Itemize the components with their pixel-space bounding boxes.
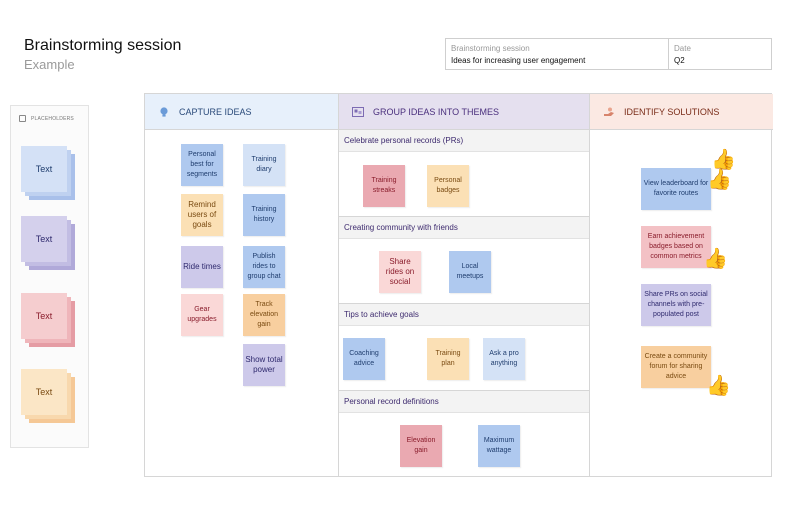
sticky-note[interactable]: Coaching advice bbox=[343, 338, 385, 380]
sticky-note[interactable]: Training history bbox=[243, 194, 285, 236]
session-cell[interactable]: Brainstorming session Ideas for increasi… bbox=[446, 39, 669, 69]
capture-title: CAPTURE IDEAS bbox=[179, 106, 252, 117]
group-icon bbox=[352, 106, 364, 117]
sticky-note[interactable]: Training streaks bbox=[363, 165, 405, 207]
sticky-note[interactable]: Earn achievement badges based on common … bbox=[641, 226, 711, 268]
group-column: GROUP IDEAS INTO THEMES Celebrate person… bbox=[339, 94, 590, 476]
theme-section: Creating community with friends Share ri… bbox=[339, 217, 589, 304]
theme-title: Tips to achieve goals bbox=[339, 304, 589, 326]
placeholders-panel: PLACEHOLDERS Text Text Text Text bbox=[10, 105, 89, 448]
lightbulb-icon bbox=[160, 106, 168, 117]
theme-section: Tips to achieve goals Coaching advice Tr… bbox=[339, 304, 589, 391]
sticky-note[interactable]: Remind users of goals bbox=[181, 194, 223, 236]
session-value[interactable]: Ideas for increasing user engagement bbox=[451, 56, 586, 65]
capture-column: CAPTURE IDEAS Personal best for segments… bbox=[145, 94, 339, 476]
group-header: GROUP IDEAS INTO THEMES bbox=[339, 94, 589, 130]
date-cell[interactable]: Date Q2 bbox=[669, 39, 771, 69]
group-title: GROUP IDEAS INTO THEMES bbox=[373, 106, 500, 117]
sticky-note[interactable]: Training plan bbox=[427, 338, 469, 380]
sticky-note[interactable]: Share PRs on social channels with pre-po… bbox=[641, 284, 711, 326]
placeholder-text: Text bbox=[21, 146, 67, 192]
identify-column: IDENTIFY SOLUTIONS View leaderboard for … bbox=[590, 94, 773, 476]
theme-section: Celebrate personal records (PRs) Trainin… bbox=[339, 130, 589, 217]
date-value[interactable]: Q2 bbox=[674, 56, 685, 65]
sticky-note[interactable]: Local meetups bbox=[449, 251, 491, 293]
sticky-note[interactable]: Ask a pro anything bbox=[483, 338, 525, 380]
sticky-note[interactable]: Gear upgrades bbox=[181, 294, 223, 336]
placeholder-text: Text bbox=[21, 293, 67, 339]
theme-title: Celebrate personal records (PRs) bbox=[339, 130, 589, 152]
info-table: Brainstorming session Ideas for increasi… bbox=[445, 38, 772, 70]
thumbs-up-icon: 👍 bbox=[711, 149, 736, 171]
identify-title: IDENTIFY SOLUTIONS bbox=[624, 106, 720, 117]
sticky-note[interactable]: Personal badges bbox=[427, 165, 469, 207]
theme-title: Personal record definitions bbox=[339, 391, 589, 413]
placeholder-pink[interactable]: Text bbox=[21, 293, 75, 347]
session-label: Brainstorming session bbox=[451, 44, 530, 53]
theme-section: Personal record definitions Elevation ga… bbox=[339, 391, 589, 478]
theme-title: Creating community with friends bbox=[339, 217, 589, 239]
capture-header: CAPTURE IDEAS bbox=[145, 94, 338, 130]
sticky-note[interactable]: Share rides on social bbox=[379, 251, 421, 293]
identify-header: IDENTIFY SOLUTIONS bbox=[590, 94, 773, 130]
sticky-note[interactable]: Training diary bbox=[243, 144, 285, 186]
sticky-note-icon bbox=[19, 115, 26, 122]
sticky-note[interactable]: Maximum wattage bbox=[478, 425, 520, 467]
sticky-note[interactable]: Elevation gain bbox=[400, 425, 442, 467]
page-title: Brainstorming session bbox=[24, 37, 182, 54]
sticky-note[interactable]: Ride times bbox=[181, 246, 223, 288]
placeholder-purple[interactable]: Text bbox=[21, 216, 75, 270]
sticky-note[interactable]: View leaderboard for favorite routes bbox=[641, 168, 711, 210]
sticky-note[interactable]: Publish rides to group chat bbox=[243, 246, 285, 288]
placeholder-text: Text bbox=[21, 216, 67, 262]
placeholder-blue[interactable]: Text bbox=[21, 146, 75, 200]
thumbs-up-icon: 👍 bbox=[703, 248, 728, 270]
placeholder-text: Text bbox=[21, 369, 67, 415]
page-subtitle: Example bbox=[24, 57, 75, 72]
board: CAPTURE IDEAS Personal best for segments… bbox=[144, 93, 773, 477]
placeholder-yellow[interactable]: Text bbox=[21, 369, 75, 423]
thumbs-up-icon: 👍 bbox=[707, 169, 732, 191]
sticky-note[interactable]: Personal best for segments bbox=[181, 144, 223, 186]
thumbs-up-icon: 👍 bbox=[706, 375, 731, 397]
date-label: Date bbox=[674, 44, 691, 53]
sticky-note[interactable]: Show total power bbox=[243, 344, 285, 386]
sticky-note[interactable]: Track elevation gain bbox=[243, 294, 285, 336]
hand-icon bbox=[604, 107, 614, 116]
sticky-note[interactable]: Create a community forum for sharing adv… bbox=[641, 346, 711, 388]
placeholders-label: PLACEHOLDERS bbox=[31, 115, 74, 122]
